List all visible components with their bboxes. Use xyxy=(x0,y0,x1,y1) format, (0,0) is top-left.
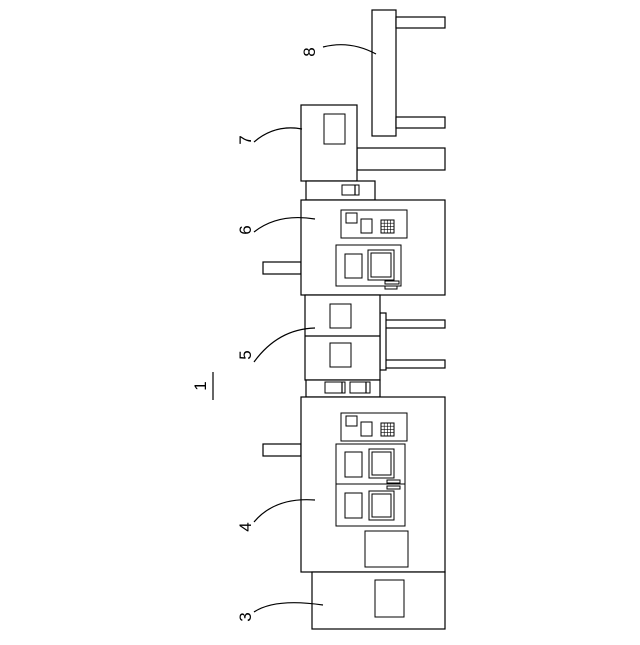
machine-6-arm xyxy=(263,262,301,274)
door-handle-lower xyxy=(387,486,400,489)
station-arm-upper xyxy=(383,320,445,328)
panel-display xyxy=(361,219,372,233)
leader-line-7 xyxy=(254,128,302,142)
door-upper-window-inner xyxy=(372,452,391,475)
machine-4-arm xyxy=(263,444,301,456)
panel-button xyxy=(346,213,357,223)
loader-window xyxy=(324,114,345,144)
unit-label-6: 6 xyxy=(236,225,255,234)
door-handle xyxy=(385,281,399,284)
connector-panel-right xyxy=(350,382,370,393)
station-window-upper xyxy=(330,304,351,328)
door-lower-window-inner xyxy=(372,494,391,517)
door-upper-window-left xyxy=(345,452,362,477)
panel-display xyxy=(361,422,372,436)
reference-label: 1 xyxy=(191,381,210,390)
base-unit-panel xyxy=(375,580,404,617)
frame-arm-upper xyxy=(396,17,445,28)
unit-5-station: 5 xyxy=(236,295,445,380)
connector-panel xyxy=(342,185,359,195)
loader-rail xyxy=(357,148,445,170)
connector-7-6 xyxy=(306,181,375,200)
frame-arm-lower xyxy=(396,117,445,128)
panel-button xyxy=(346,416,357,426)
unit-3-base: 3 xyxy=(236,572,445,629)
leader-line-8 xyxy=(323,45,376,54)
station-side-plate xyxy=(380,313,386,370)
unit-label-5: 5 xyxy=(236,350,255,359)
station-arm-lower xyxy=(383,360,445,368)
unit-label-8: 8 xyxy=(300,47,319,56)
door-lower-window-left xyxy=(345,493,362,518)
machine-4-lower-panel xyxy=(365,531,408,567)
connector-housing xyxy=(306,181,375,200)
unit-6-machine: 6 xyxy=(236,200,445,295)
door-handle xyxy=(387,480,400,483)
unit-label-3: 3 xyxy=(236,612,255,621)
door-handle-lower xyxy=(385,286,397,289)
machine-6-window-left xyxy=(345,254,362,278)
unit-label-7: 7 xyxy=(236,135,255,144)
machine-6-window-inner xyxy=(371,253,391,277)
unit-label-4: 4 xyxy=(236,522,255,531)
frame-beam xyxy=(372,10,396,136)
station-window-lower xyxy=(330,343,351,367)
connector-5-4 xyxy=(306,380,380,397)
unit-4-machine: 4 xyxy=(236,397,445,572)
reference-numeral-1: 1 xyxy=(191,372,213,400)
